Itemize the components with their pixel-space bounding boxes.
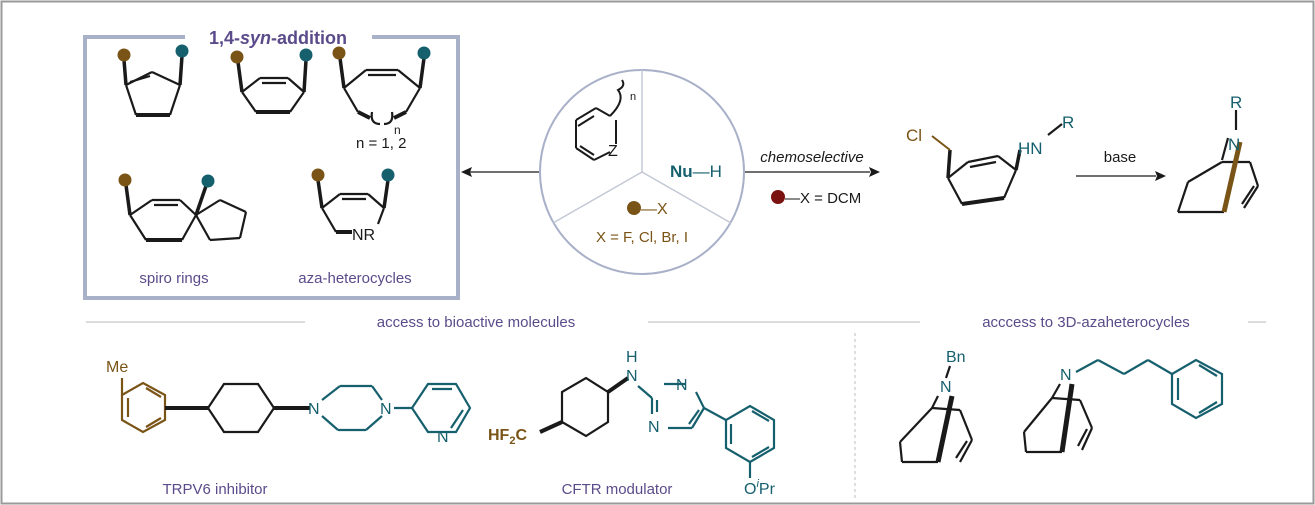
- ring-subscript-n-left: n: [394, 123, 401, 137]
- amine-hn: HN: [1018, 139, 1043, 158]
- pp-azabicycle-n: N: [1060, 367, 1072, 384]
- aza-label: aza-heterocycles: [298, 270, 411, 287]
- halide-reagent: —X: [641, 201, 668, 218]
- chemoselective-step: chemoselective —X = DCM: [745, 149, 880, 207]
- spiro-label: spiro rings: [139, 270, 208, 287]
- cftr-pym-n2: N: [648, 419, 660, 436]
- azabicycle-product: R N: [1176, 93, 1260, 214]
- cftr-nh-n: N: [626, 368, 638, 385]
- center-ring-subscript-n: n: [630, 91, 636, 103]
- reagent-circle: n Z Nu—H —X X = F, Cl, Br, I: [539, 69, 745, 275]
- halide-options: X = F, Cl, Br, I: [596, 229, 688, 246]
- base-label: base: [1104, 149, 1137, 166]
- dcm-reagent: —X = DCM: [785, 190, 861, 207]
- panel-title: 1,4-syn-addition: [209, 28, 347, 48]
- medium-ring-product: [338, 57, 426, 126]
- bioactive-header: access to bioactive molecules: [377, 314, 575, 331]
- aza-nr-group: NR: [352, 227, 375, 244]
- cftr-hf2c: HF2C: [488, 427, 527, 447]
- syn-addition-panel: 1,4-syn-addition: [83, 28, 460, 300]
- bottom-dividers: [86, 321, 1266, 500]
- trpv6-methyl: Me: [106, 359, 128, 376]
- n-phenylpropyl-azabicycle: N: [1022, 358, 1224, 454]
- cftr-modulator: HF2C H N N N OiPr CFTR modulator: [488, 349, 776, 498]
- cftr-pym-n1: N: [676, 377, 688, 394]
- chemoselective-label: chemoselective: [760, 149, 863, 166]
- cftr-nh-h: H: [626, 349, 638, 366]
- n-benzyl-azabicycle: Bn N: [898, 349, 974, 464]
- brown-dot-halide: [627, 201, 641, 215]
- arrow-to-syn-addition: [461, 167, 540, 177]
- darkred-dot-dcm: [771, 190, 785, 204]
- brown-dot-3: [332, 46, 346, 60]
- cyclic-diene: [575, 79, 625, 161]
- trpv6-n2: N: [380, 401, 392, 418]
- panel-frame: [83, 35, 460, 300]
- bn-azabicycle-n: N: [940, 379, 952, 396]
- teal-dot-1: [175, 44, 189, 58]
- trpv6-label: TRPV6 inhibitor: [162, 481, 267, 498]
- bn-label: Bn: [946, 349, 966, 366]
- ring-size-note: n = 1, 2: [356, 135, 406, 152]
- azaheterocycle-header: acccess to 3D-azaheterocycles: [982, 314, 1190, 331]
- base-step: base: [1076, 149, 1166, 181]
- cyclohexene-product: [236, 59, 308, 114]
- trpv6-n3: N: [437, 429, 449, 446]
- bicycle-r: R: [1230, 93, 1242, 112]
- teal-dot-3: [417, 46, 431, 60]
- cyclopentene-product: [122, 55, 184, 117]
- brown-dot-1: [117, 48, 131, 62]
- cftr-label: CFTR modulator: [562, 481, 673, 498]
- brown-dot-5: [311, 168, 325, 182]
- brown-dot-2: [230, 50, 244, 64]
- trpv6-n1: N: [308, 401, 320, 418]
- teal-dot-2: [299, 48, 313, 62]
- cftr-opr: OiPr: [744, 478, 776, 498]
- heteroatom-z: Z: [608, 143, 618, 160]
- bicycle-n: N: [1228, 135, 1240, 154]
- nucleophile: Nu—H: [670, 162, 722, 181]
- spiro-product: [124, 184, 248, 242]
- chloro-amine-intermediate: Cl HN R: [906, 113, 1074, 206]
- teal-dot-5: [381, 168, 395, 182]
- chloro-atom: Cl: [906, 126, 922, 145]
- brown-dot-4: [118, 173, 132, 187]
- amine-r: R: [1062, 113, 1074, 132]
- aza-product: [316, 179, 390, 234]
- trpv6-inhibitor: Me N N N TRPV6 inhibitor: [106, 359, 472, 498]
- teal-dot-4: [201, 174, 215, 188]
